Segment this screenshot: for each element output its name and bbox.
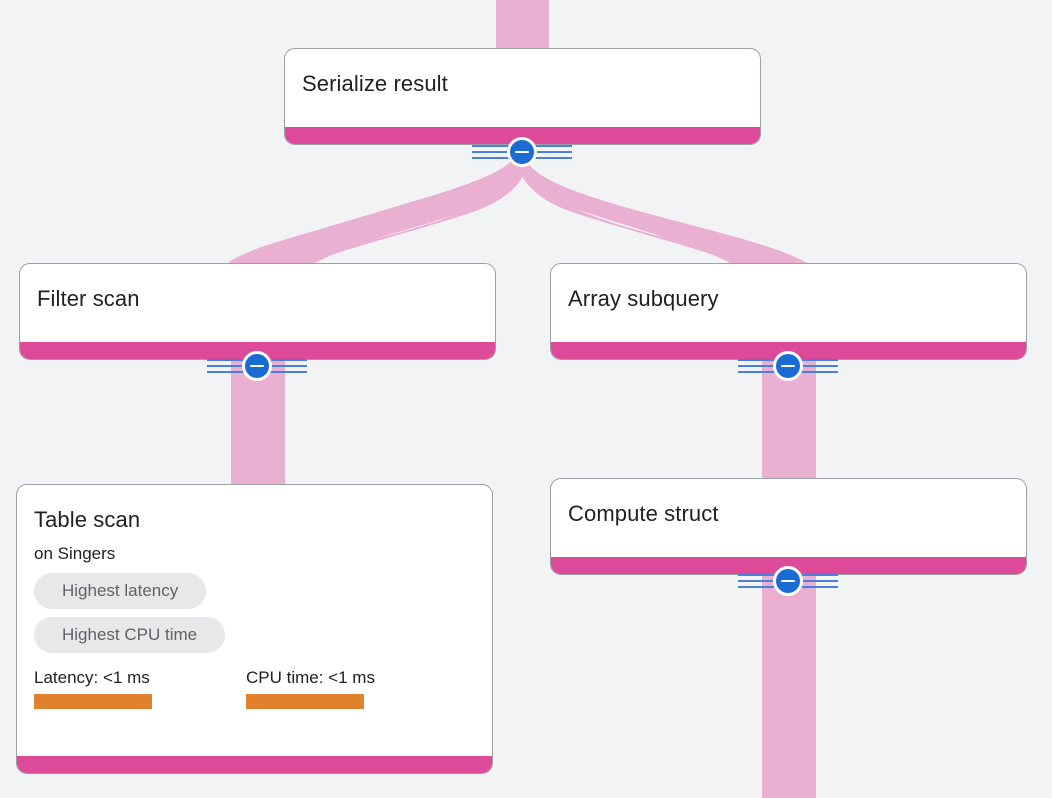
minus-circle-icon[interactable] bbox=[773, 566, 803, 596]
minus-glyph bbox=[781, 579, 795, 583]
metric-cpu-time-label: CPU time: <1 ms bbox=[246, 668, 375, 687]
node-accent-bar bbox=[20, 342, 495, 359]
metric-latency: Latency: <1 ms bbox=[34, 667, 246, 709]
metric-cpu-time: CPU time: <1 ms bbox=[246, 667, 458, 709]
node-accent-bar bbox=[285, 127, 760, 144]
node-table-scan[interactable]: Table scan on Singers Highest latency Hi… bbox=[16, 484, 493, 774]
node-body: Serialize result bbox=[285, 49, 760, 127]
metric-latency-bar-track bbox=[34, 694, 152, 709]
node-body: Table scan on Singers Highest latency Hi… bbox=[17, 485, 492, 756]
edge-serialize-to-array-subquery bbox=[517, 157, 816, 272]
edge-left-ribbon-main bbox=[228, 158, 526, 272]
collapse-button-array-subquery[interactable] bbox=[738, 349, 838, 383]
collapse-button-filter-scan[interactable] bbox=[207, 349, 307, 383]
collapse-button-compute-struct[interactable] bbox=[738, 564, 838, 598]
node-title: Compute struct bbox=[568, 501, 719, 526]
node-title: Filter scan bbox=[37, 286, 140, 311]
minus-circle-icon[interactable] bbox=[773, 351, 803, 381]
minus-glyph bbox=[250, 364, 264, 368]
metric-cpu-time-bar-fill bbox=[246, 694, 364, 709]
node-title: Table scan bbox=[34, 507, 141, 532]
node-accent-bar bbox=[551, 557, 1026, 574]
metric-cpu-time-bar-track bbox=[246, 694, 364, 709]
node-array-subquery[interactable]: Array subquery bbox=[550, 263, 1027, 360]
node-body: Array subquery bbox=[551, 264, 1026, 342]
edge-serialize-to-filter-scan bbox=[229, 163, 522, 272]
minus-circle-icon[interactable] bbox=[507, 137, 537, 167]
node-chip-list: Highest latency Highest CPU time bbox=[34, 573, 475, 661]
node-accent-bar bbox=[17, 756, 492, 773]
node-filter-scan[interactable]: Filter scan bbox=[19, 263, 496, 360]
node-accent-bar bbox=[551, 342, 1026, 359]
edge-serialize-left-ribbon bbox=[230, 160, 524, 272]
node-body: Filter scan bbox=[20, 264, 495, 342]
metric-latency-label: Latency: <1 ms bbox=[34, 668, 150, 687]
minus-glyph bbox=[515, 150, 529, 154]
edge-into-serialize-result bbox=[496, 0, 549, 50]
metric-latency-bar-fill bbox=[34, 694, 152, 709]
node-metrics: Latency: <1 ms CPU time: <1 ms bbox=[34, 667, 475, 709]
node-title: Array subquery bbox=[568, 286, 719, 311]
collapse-button-serialize-result[interactable] bbox=[472, 135, 572, 169]
node-compute-struct[interactable]: Compute struct bbox=[550, 478, 1027, 575]
edge-right-ribbon-main bbox=[519, 158, 817, 272]
node-subtitle: on Singers bbox=[34, 544, 116, 563]
edge-left-ribbon-broad bbox=[229, 157, 528, 272]
minus-circle-icon[interactable] bbox=[242, 351, 272, 381]
node-serialize-result[interactable]: Serialize result bbox=[284, 48, 761, 145]
edge-serialize-to-filter-scan-fill bbox=[229, 160, 517, 267]
chip-highest-latency[interactable]: Highest latency bbox=[34, 573, 207, 609]
node-body: Compute struct bbox=[551, 479, 1026, 557]
minus-glyph bbox=[781, 364, 795, 368]
node-title: Serialize result bbox=[302, 71, 448, 96]
edge-compute-struct-down bbox=[762, 573, 816, 798]
chip-highest-cpu-time[interactable]: Highest CPU time bbox=[34, 617, 226, 653]
